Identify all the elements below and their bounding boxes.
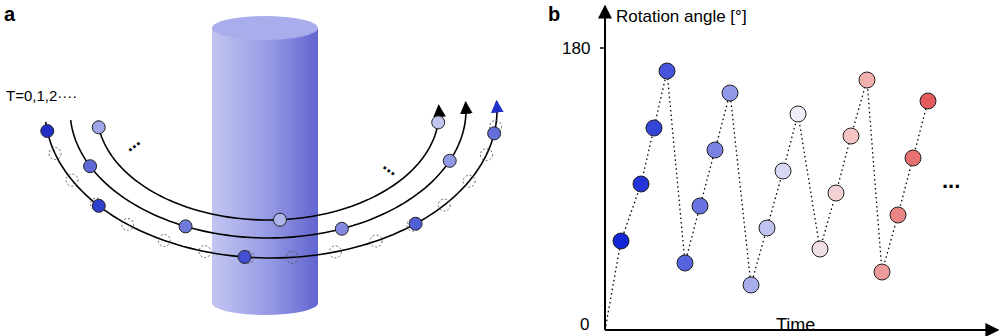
data-point bbox=[759, 220, 775, 236]
previous-position bbox=[199, 246, 211, 258]
previous-position bbox=[438, 199, 450, 211]
position-dot bbox=[238, 250, 251, 263]
data-point bbox=[775, 163, 791, 179]
data-point bbox=[692, 198, 708, 214]
data-point bbox=[828, 185, 844, 201]
position-dot bbox=[335, 222, 348, 235]
position-dot bbox=[92, 121, 105, 134]
data-point bbox=[812, 241, 828, 257]
previous-position bbox=[49, 148, 61, 160]
data-point bbox=[646, 120, 662, 136]
data-point bbox=[905, 150, 921, 166]
ellipsis: ... bbox=[120, 131, 143, 154]
panel-letter: b bbox=[548, 4, 560, 24]
data-point bbox=[790, 106, 806, 122]
position-dot bbox=[443, 154, 456, 167]
previous-position bbox=[66, 174, 78, 186]
data-point bbox=[659, 63, 675, 79]
position-dot bbox=[92, 199, 105, 212]
ellipsis: ... bbox=[380, 155, 403, 178]
data-point bbox=[743, 277, 759, 293]
previous-position bbox=[370, 235, 382, 247]
panel-letter: a bbox=[4, 4, 15, 24]
data-point bbox=[633, 176, 649, 192]
data-point bbox=[613, 233, 629, 249]
data-point bbox=[874, 264, 890, 280]
axis-title: Rotation angle [°] bbox=[616, 8, 747, 25]
data-point bbox=[707, 142, 723, 158]
data-point bbox=[722, 85, 738, 101]
previous-position bbox=[286, 251, 298, 263]
previous-position bbox=[329, 246, 341, 258]
previous-position bbox=[122, 218, 134, 230]
data-point bbox=[843, 128, 859, 144]
trajectory-arc bbox=[98, 106, 439, 220]
previous-position bbox=[158, 234, 170, 246]
trajectories bbox=[41, 101, 502, 263]
previous-position bbox=[480, 149, 492, 161]
trajectory-arc bbox=[46, 101, 497, 258]
time-steps-label: T=0,1,2···· bbox=[6, 88, 77, 103]
position-dot bbox=[84, 160, 97, 173]
axis-title: Time bbox=[776, 316, 815, 334]
cylinder bbox=[212, 16, 318, 315]
data-point bbox=[859, 72, 875, 88]
dotted-trace bbox=[605, 71, 928, 330]
rotation-series bbox=[605, 63, 936, 330]
axes bbox=[600, 6, 998, 330]
data-point bbox=[677, 255, 693, 271]
position-dot bbox=[432, 116, 445, 129]
position-dot bbox=[409, 217, 422, 230]
ellipsis: ... bbox=[942, 170, 960, 192]
position-dot bbox=[179, 220, 192, 233]
trajectory-arc bbox=[71, 102, 466, 238]
position-dot bbox=[273, 213, 286, 226]
position-dot bbox=[488, 127, 501, 140]
position-dot bbox=[41, 125, 54, 138]
tick-label: 0 bbox=[580, 316, 589, 333]
data-point bbox=[920, 93, 936, 109]
data-point bbox=[890, 207, 906, 223]
previous-position bbox=[463, 175, 475, 187]
tick-label: 180 bbox=[562, 40, 590, 57]
